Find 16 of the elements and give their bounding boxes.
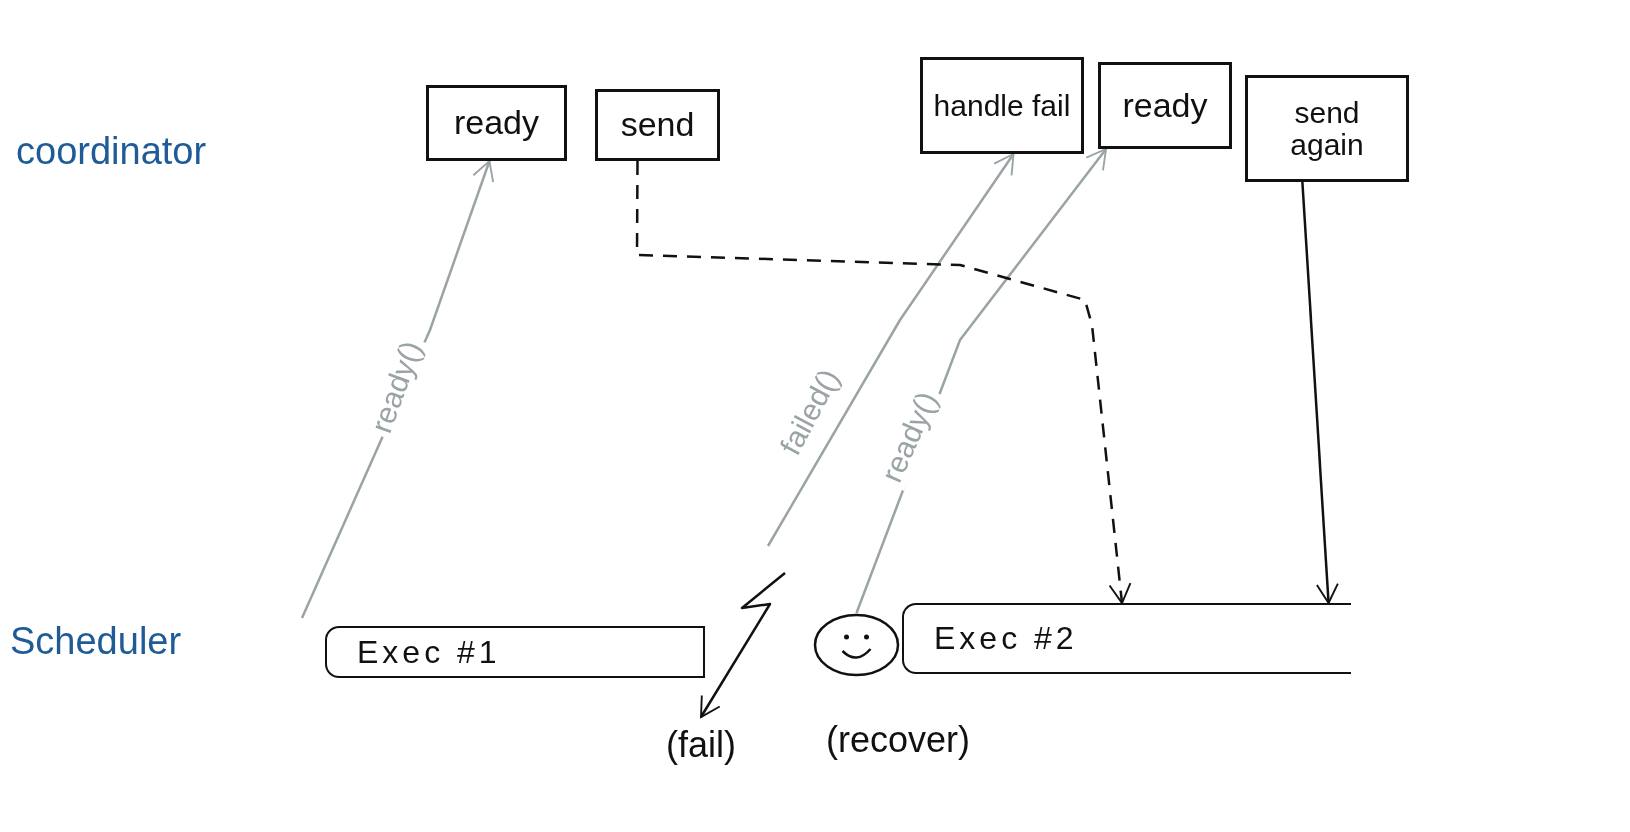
arrow bbox=[1301, 181, 1339, 604]
execution-bar: Exec #1 bbox=[325, 626, 705, 678]
arrow bbox=[766, 153, 1015, 547]
state-box: handle fail bbox=[920, 57, 1084, 154]
state-box: ready bbox=[426, 85, 567, 161]
state-box: ready bbox=[1098, 62, 1232, 149]
state-box: send bbox=[595, 89, 720, 161]
execution-bar: Exec #2 bbox=[902, 603, 1351, 674]
lane-label: Scheduler bbox=[10, 620, 182, 663]
smiley-face bbox=[813, 613, 900, 677]
arrow bbox=[635, 161, 1132, 604]
event-label: (fail) bbox=[641, 717, 761, 773]
lane-label: coordinator bbox=[16, 130, 207, 173]
arrow bbox=[699, 572, 786, 718]
state-box: send again bbox=[1245, 75, 1409, 182]
event-label: (recover) bbox=[826, 719, 971, 761]
